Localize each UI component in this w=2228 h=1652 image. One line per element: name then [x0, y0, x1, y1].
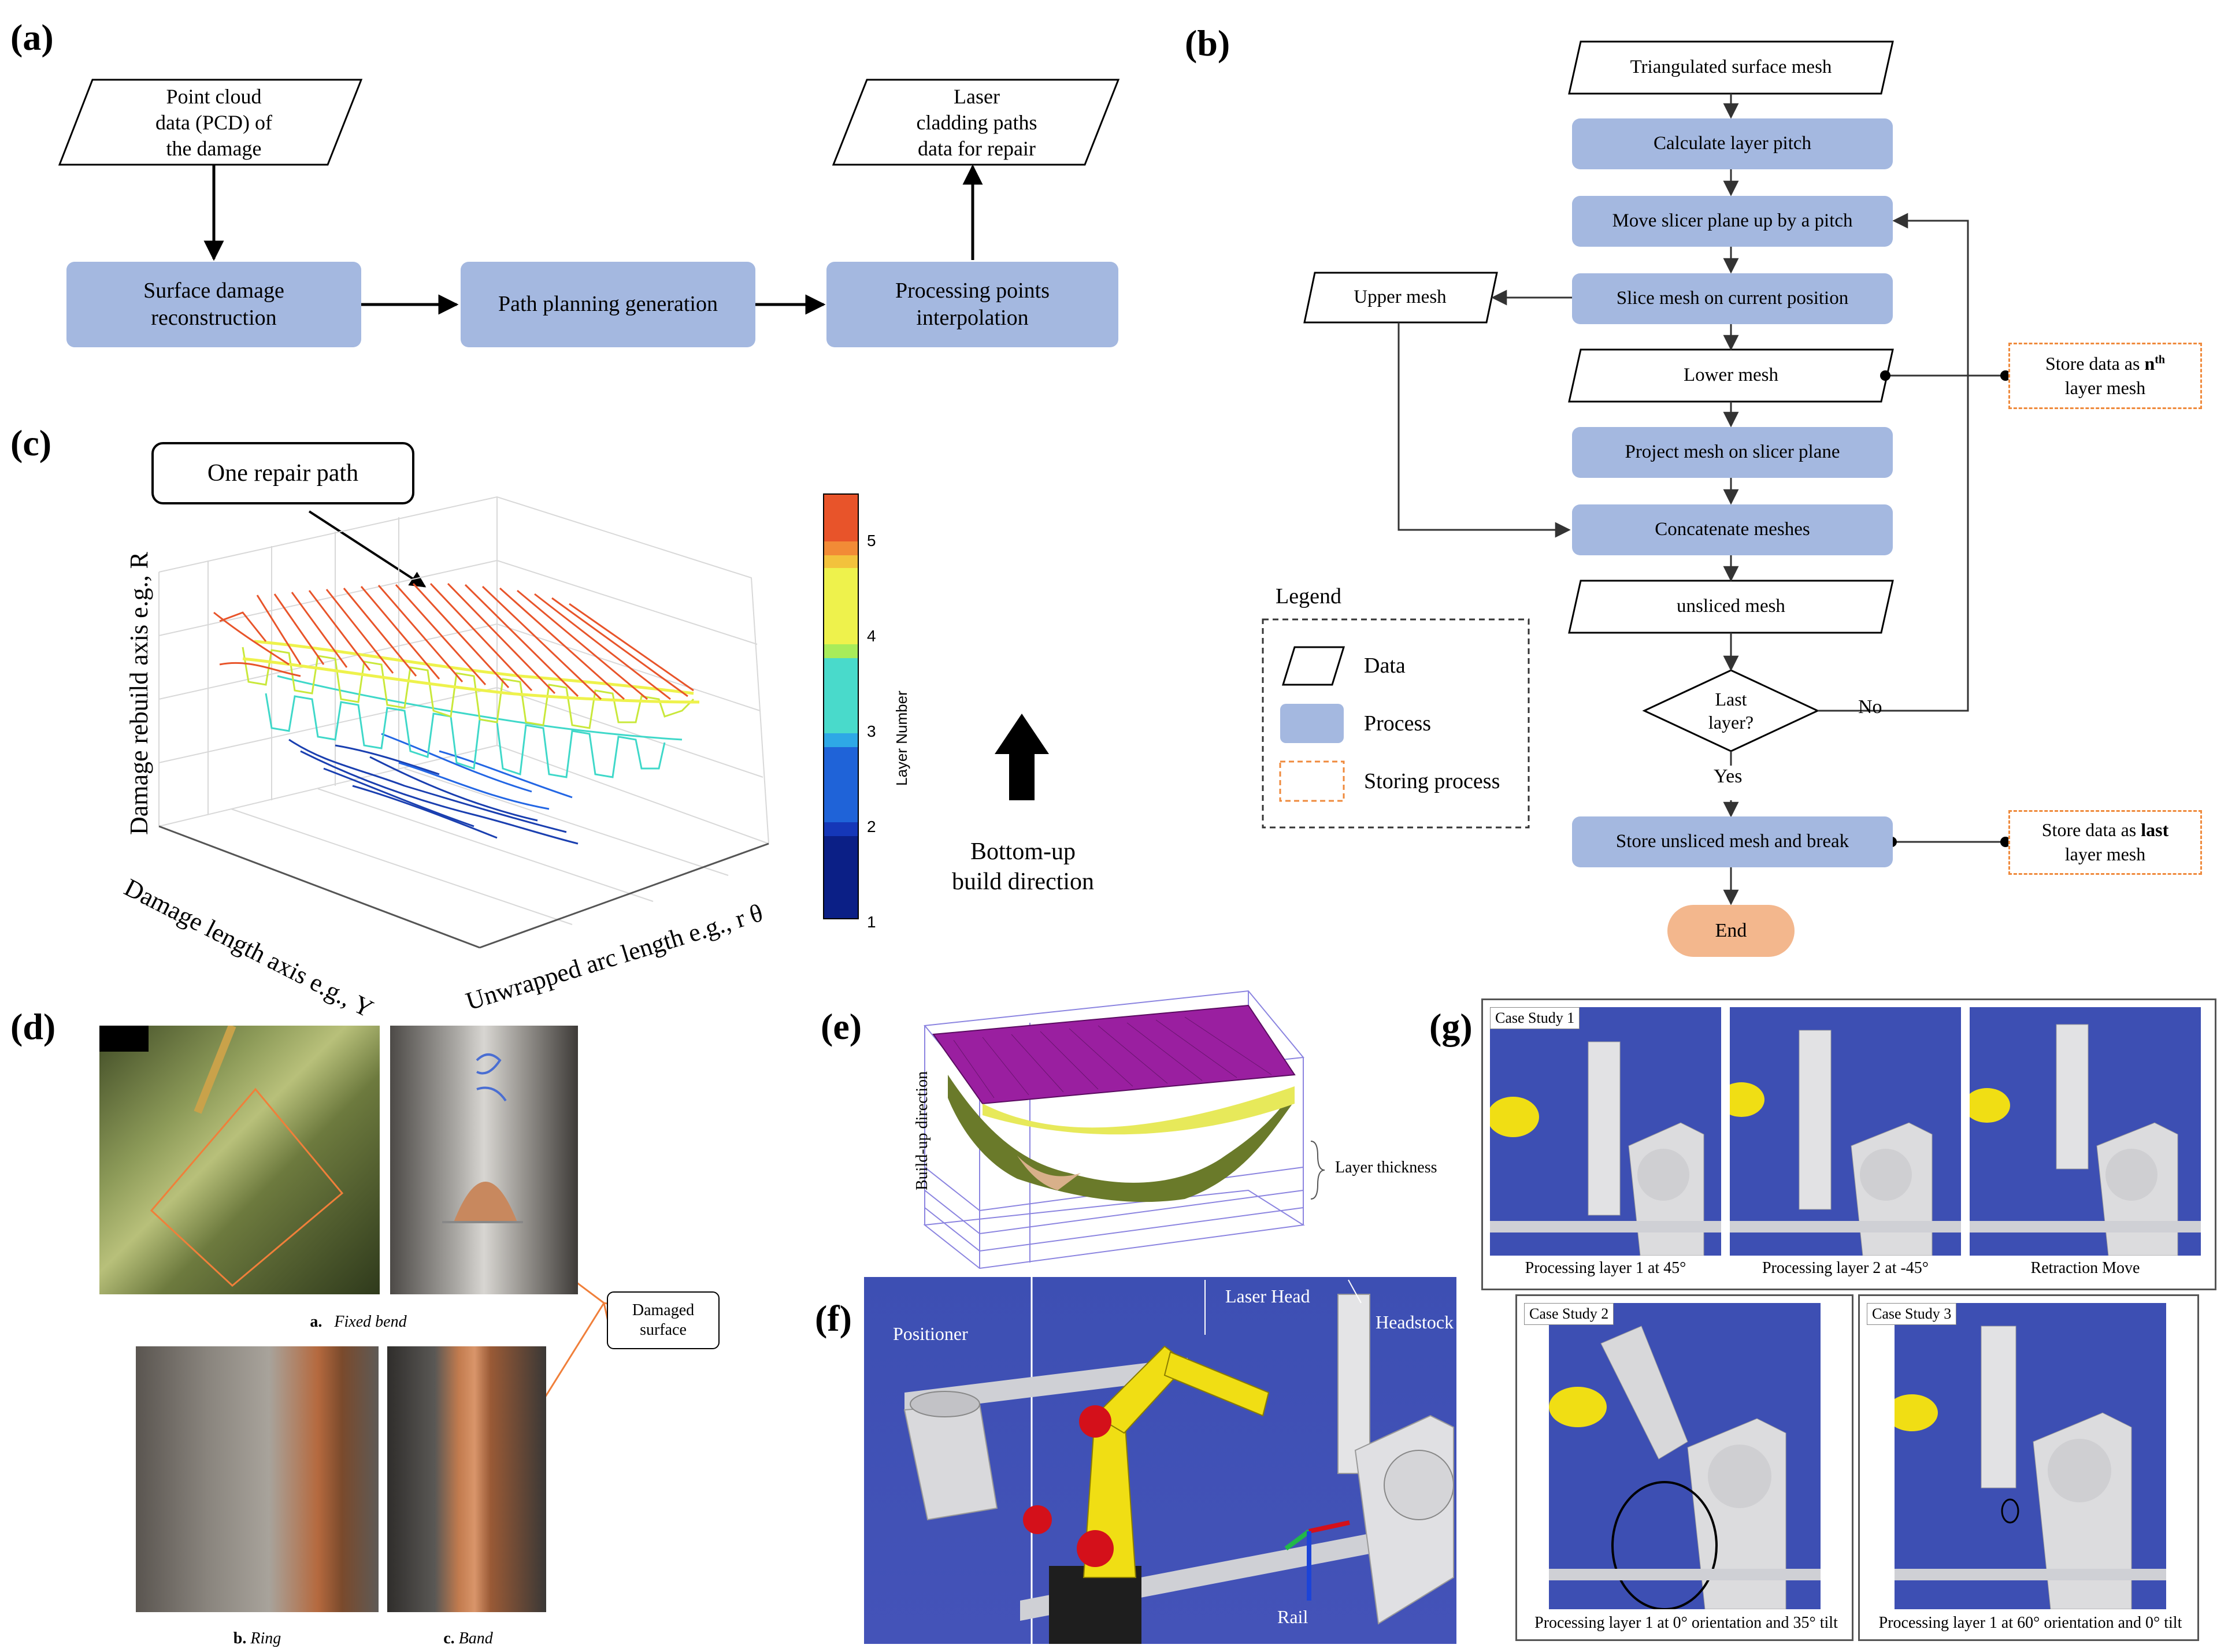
case-study-2-tag: Case Study 2 — [1524, 1303, 1614, 1325]
no-label: No — [1858, 696, 1882, 718]
panel-label-c: (c) — [10, 422, 52, 463]
colorbar-tick-3: 3 — [867, 722, 876, 740]
project-mesh-step: Project mesh on slicer plane — [1572, 427, 1893, 478]
case-study-1-frame: Case Study 1 Processing layer 1 at 45° P… — [1481, 998, 2216, 1290]
layer-thickness-label: Layer thickness — [1335, 1159, 1437, 1176]
legend-title: Legend — [1276, 584, 1341, 608]
panel-label-b: (b) — [1185, 23, 1230, 64]
band-photo — [387, 1346, 546, 1612]
legend-data-label: Data — [1364, 654, 1406, 678]
panel-label-f: (f) — [815, 1298, 852, 1339]
robot-cell-render — [864, 1277, 1456, 1644]
legend-process-swatch — [1280, 704, 1344, 743]
headstock-label: Headstock — [1376, 1312, 1454, 1332]
case-study-2-frame: Case Study 2 Processing layer 1 at 0° or… — [1515, 1294, 1853, 1641]
colorbar-tick-4: 4 — [867, 627, 876, 645]
rail-label: Rail — [1277, 1606, 1308, 1627]
fixed-bend-photo — [99, 1026, 380, 1294]
build-up-direction-label: Build-up direction — [913, 1071, 931, 1190]
panel-label-g: (g) — [1429, 1006, 1473, 1047]
x-axis-label: Damage length axis e.g., Y — [120, 873, 378, 1023]
yes-label: Yes — [1714, 766, 1743, 787]
colorbar-tick-1: 1 — [867, 913, 876, 931]
case-study-1-tag: Case Study 1 — [1490, 1007, 1580, 1029]
calculate-pitch-step: Calculate layer pitch — [1572, 118, 1893, 169]
lower-mesh-label: Lower mesh — [1683, 365, 1779, 386]
unsliced-mesh-label: unsliced mesh — [1677, 596, 1785, 617]
case2-caption: Processing layer 1 at 0° orientation and… — [1534, 1614, 1838, 1632]
fixed-bend-closeup-photo — [390, 1026, 578, 1294]
store-break-step: Store unsliced mesh and break — [1572, 816, 1893, 867]
callout-one-repair-path: One repair path — [151, 442, 414, 504]
end-terminal: End — [1667, 905, 1795, 957]
ring-photo — [136, 1346, 379, 1612]
case3-caption: Processing layer 1 at 60° orientation an… — [1878, 1614, 2182, 1632]
case1-render-1 — [1490, 1007, 1721, 1256]
panel-label-e: (e) — [821, 1006, 862, 1047]
colorbar-tick-2: 2 — [867, 818, 876, 836]
colorbar-tick-5: 5 — [867, 532, 876, 550]
case1-caption-3: Retraction Move — [2030, 1259, 2140, 1277]
case1-caption-1: Processing layer 1 at 45° — [1525, 1259, 1686, 1277]
case2-render — [1549, 1303, 1821, 1609]
z-axis-label: Damage rebuild axis e.g., R — [125, 552, 153, 835]
colorbar-label: Layer Number — [893, 691, 910, 786]
legend-storing-swatch — [1279, 760, 1345, 802]
case1-caption-2: Processing layer 2 at -45° — [1762, 1259, 1929, 1277]
triangulated-mesh-label: Triangulated surface mesh — [1630, 57, 1832, 78]
case3-render — [1895, 1303, 2166, 1609]
legend-storing-label: Storing process — [1364, 769, 1500, 793]
case1-render-2 — [1730, 1007, 1961, 1256]
caption-ring: b. Ring — [233, 1629, 281, 1647]
case-study-3-tag: Case Study 3 — [1867, 1303, 1957, 1325]
legend-data-swatch — [1281, 646, 1345, 686]
path-planning-step: Path planning generation — [461, 262, 755, 347]
concatenate-step: Concatenate meshes — [1572, 504, 1893, 555]
case-study-3-frame: Case Study 3 Processing layer 1 at 60° o… — [1858, 1294, 2199, 1641]
panel-label-d: (d) — [10, 1006, 56, 1047]
legend-process-label: Process — [1364, 711, 1432, 736]
move-plane-step: Move slicer plane up by a pitch — [1572, 196, 1893, 247]
laser-head-label: Laser Head — [1225, 1286, 1310, 1306]
caption-band: c. Band — [443, 1629, 493, 1647]
upper-mesh-label: Upper mesh — [1354, 287, 1447, 308]
y-axis-label: Unwrapped arc length e.g., r θ — [462, 898, 766, 1016]
positioner-label: Positioner — [893, 1323, 968, 1344]
caption-fixed-bend: a. Fixed bend — [310, 1313, 407, 1331]
slice-mesh-step: Slice mesh on current position — [1572, 273, 1893, 324]
case1-render-3 — [1970, 1007, 2201, 1256]
panel-label-a: (a) — [10, 17, 54, 58]
